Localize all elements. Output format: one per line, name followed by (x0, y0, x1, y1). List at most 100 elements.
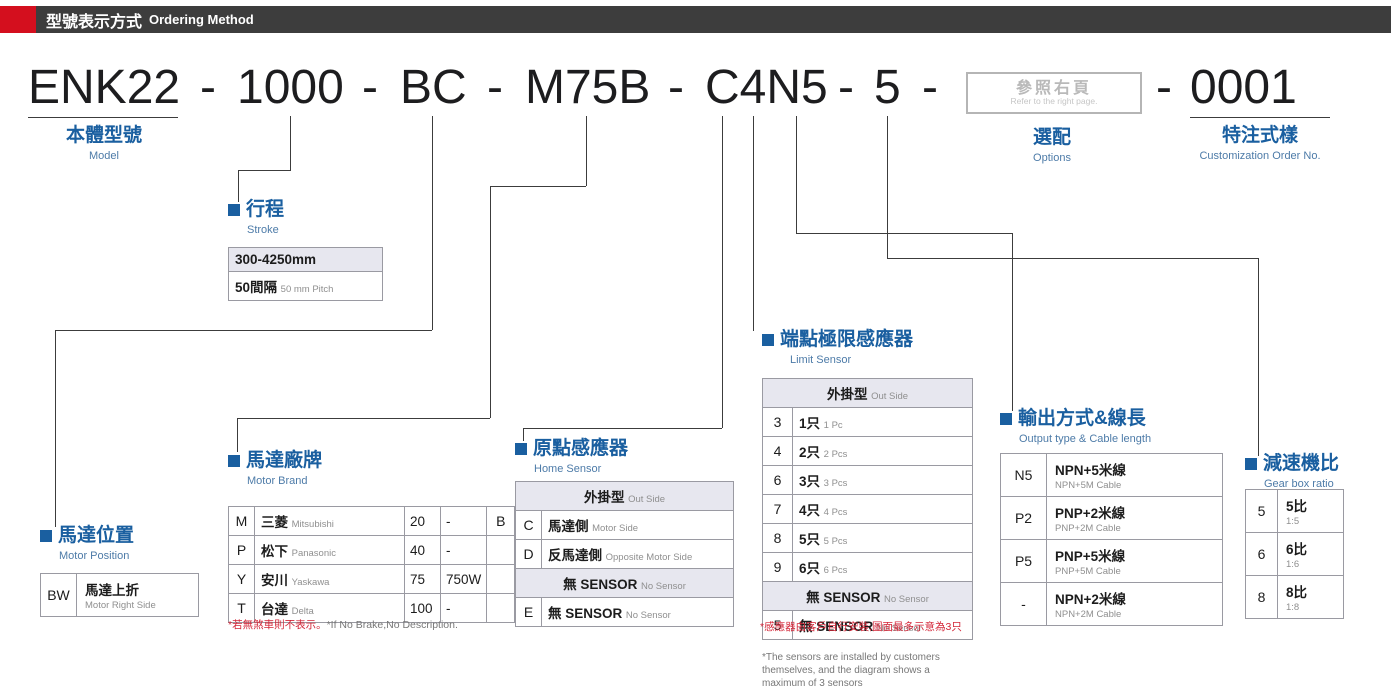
connector-line (237, 418, 238, 452)
header-zh: 外掛型 (826, 387, 868, 402)
code-cell: P (228, 535, 255, 565)
connector-line (1258, 258, 1259, 456)
connector-line (887, 258, 1258, 259)
table-row: 9 6只 6 Pcs (762, 552, 973, 582)
code-cell: M (228, 506, 255, 536)
square-bullet-icon (762, 334, 774, 347)
value-zh: 2只 (799, 445, 821, 460)
dash-separator: - (362, 61, 378, 114)
divider-cell: 無 SENSOR No Sensor (515, 568, 734, 598)
table-row: M 三菱 Mitsubishi 20 - B (228, 506, 516, 536)
connector-line (523, 428, 524, 441)
limit-sensor-footnote-zh: *感應器由客戶自行安裝,圖面最多示意為3只 (760, 621, 962, 633)
code-cell: P5 (1000, 539, 1047, 583)
dash-separator: - (200, 61, 216, 114)
value-cell: 無 SENSOR No Sensor (541, 597, 734, 627)
refer-right-page-en: Refer to the right page. (1010, 96, 1098, 107)
dash-separator: - (487, 61, 503, 114)
code-cell: - (1000, 582, 1047, 626)
value-cell: 3只 3 Pcs (792, 465, 973, 495)
table-row: C 馬達側 Motor Side (515, 510, 734, 540)
value-zh: 無 SENSOR (799, 619, 874, 634)
dash-separator: - (838, 61, 854, 114)
motor-brand-footnote-en: *If No Brake,No Description. (326, 619, 458, 631)
value-cell: 馬達上折 Motor Right Side (76, 573, 199, 617)
brake-cell: B (486, 506, 516, 536)
code-cell: BW (40, 573, 77, 617)
refer-right-page-zh: 參照右頁 (1015, 79, 1092, 97)
table-row: 5 無 SENSOR No Sensor (762, 610, 973, 640)
table-row: D 反馬達側 Opposite Motor Side (515, 539, 734, 569)
value-en: 6 Pcs (823, 565, 848, 576)
connector-line (55, 330, 432, 331)
motor-position-label: 馬達位置 Motor Position (40, 525, 134, 562)
value-zh: 1只 (799, 416, 821, 431)
stroke-pitch-cell: 50間隔 50 mm Pitch (228, 271, 383, 301)
model-segment-body: ENK22 (28, 61, 181, 114)
limit-sensor-footnote-en: *The sensors are installed by customers … (762, 652, 940, 687)
model-label: 本體型號 Model (28, 125, 180, 162)
code-cell: 9 (762, 552, 793, 582)
value-zh: 6比 (1286, 542, 1308, 557)
brand-zh: 松下 (261, 544, 288, 559)
brake-cell (486, 535, 516, 565)
motor-brand-label-en: Motor Brand (247, 474, 308, 487)
value-zh: 馬達側 (548, 519, 589, 534)
divider-zh: 無 SENSOR (563, 577, 638, 592)
dash-separator: - (1156, 61, 1172, 114)
brand-en: Delta (291, 606, 314, 617)
brand-zh: 三菱 (261, 515, 288, 530)
output-label-zh: 輸出方式&線長 (1018, 408, 1146, 429)
connector-line (1012, 233, 1013, 411)
table-row: 7 4只 4 Pcs (762, 494, 973, 524)
custom-label-zh: 特注式樣 (1221, 125, 1298, 146)
value-en: 1:8 (1286, 602, 1300, 613)
table-row: 無 SENSOR No Sensor (762, 581, 973, 611)
model-label-zh: 本體型號 (65, 125, 142, 146)
value-en: 1:6 (1286, 559, 1300, 570)
stroke-label-zh: 行程 (246, 199, 285, 220)
dash-separator: - (922, 61, 938, 114)
code-cell: 5 (762, 610, 793, 640)
value-zh: PNP+5米線 (1055, 549, 1126, 564)
divider-en: No Sensor (641, 581, 686, 592)
custom-label-en: Customization Order No. (1199, 149, 1321, 162)
value-en: Motor Side (592, 523, 639, 534)
stroke-label-en: Stroke (247, 223, 279, 236)
connector-line (290, 116, 291, 170)
connector-line (796, 116, 797, 233)
code-cell: Y (228, 564, 255, 594)
output-label: 輸出方式&線長 Output type & Cable length (1000, 408, 1151, 445)
brake-cell (486, 564, 516, 594)
model-segment-motor: M75B (525, 61, 651, 114)
home-sensor-table: 外掛型 Out Side C 馬達側 Motor Side D 反馬達側 Opp… (515, 481, 734, 627)
motor-brand-table: M 三菱 Mitsubishi 20 - B P 松下 Panasonic 40… (228, 506, 516, 623)
value-zh: 6只 (799, 561, 821, 576)
motor-brand-label: 馬達廠牌 Motor Brand (228, 450, 322, 487)
connector-line (523, 428, 722, 429)
value-zh: 無 SENSOR (548, 606, 623, 621)
connector-line (490, 186, 586, 187)
table-row: Y 安川 Yaskawa 75 750W (228, 564, 516, 594)
code-cell: D (515, 539, 542, 569)
limit-sensor-label-zh: 端點極限感應器 (780, 329, 914, 350)
brand-zh: 台達 (261, 602, 288, 617)
table-row: 無 SENSOR No Sensor (515, 568, 734, 598)
value-zh: PNP+2米線 (1055, 506, 1126, 521)
value-en: 1:5 (1286, 516, 1300, 527)
home-sensor-label-en: Home Sensor (534, 462, 602, 475)
refer-right-page-box: 參照右頁 Refer to the right page. (966, 72, 1142, 114)
table-row: E 無 SENSOR No Sensor (515, 597, 734, 627)
section-title-en: Ordering Method (149, 12, 254, 27)
watt-cell: 750W (439, 564, 488, 594)
table-row: 4 2只 2 Pcs (762, 436, 973, 466)
table-row: T 台達 Delta 100 - (228, 593, 516, 623)
code-cell: 6 (762, 465, 793, 495)
